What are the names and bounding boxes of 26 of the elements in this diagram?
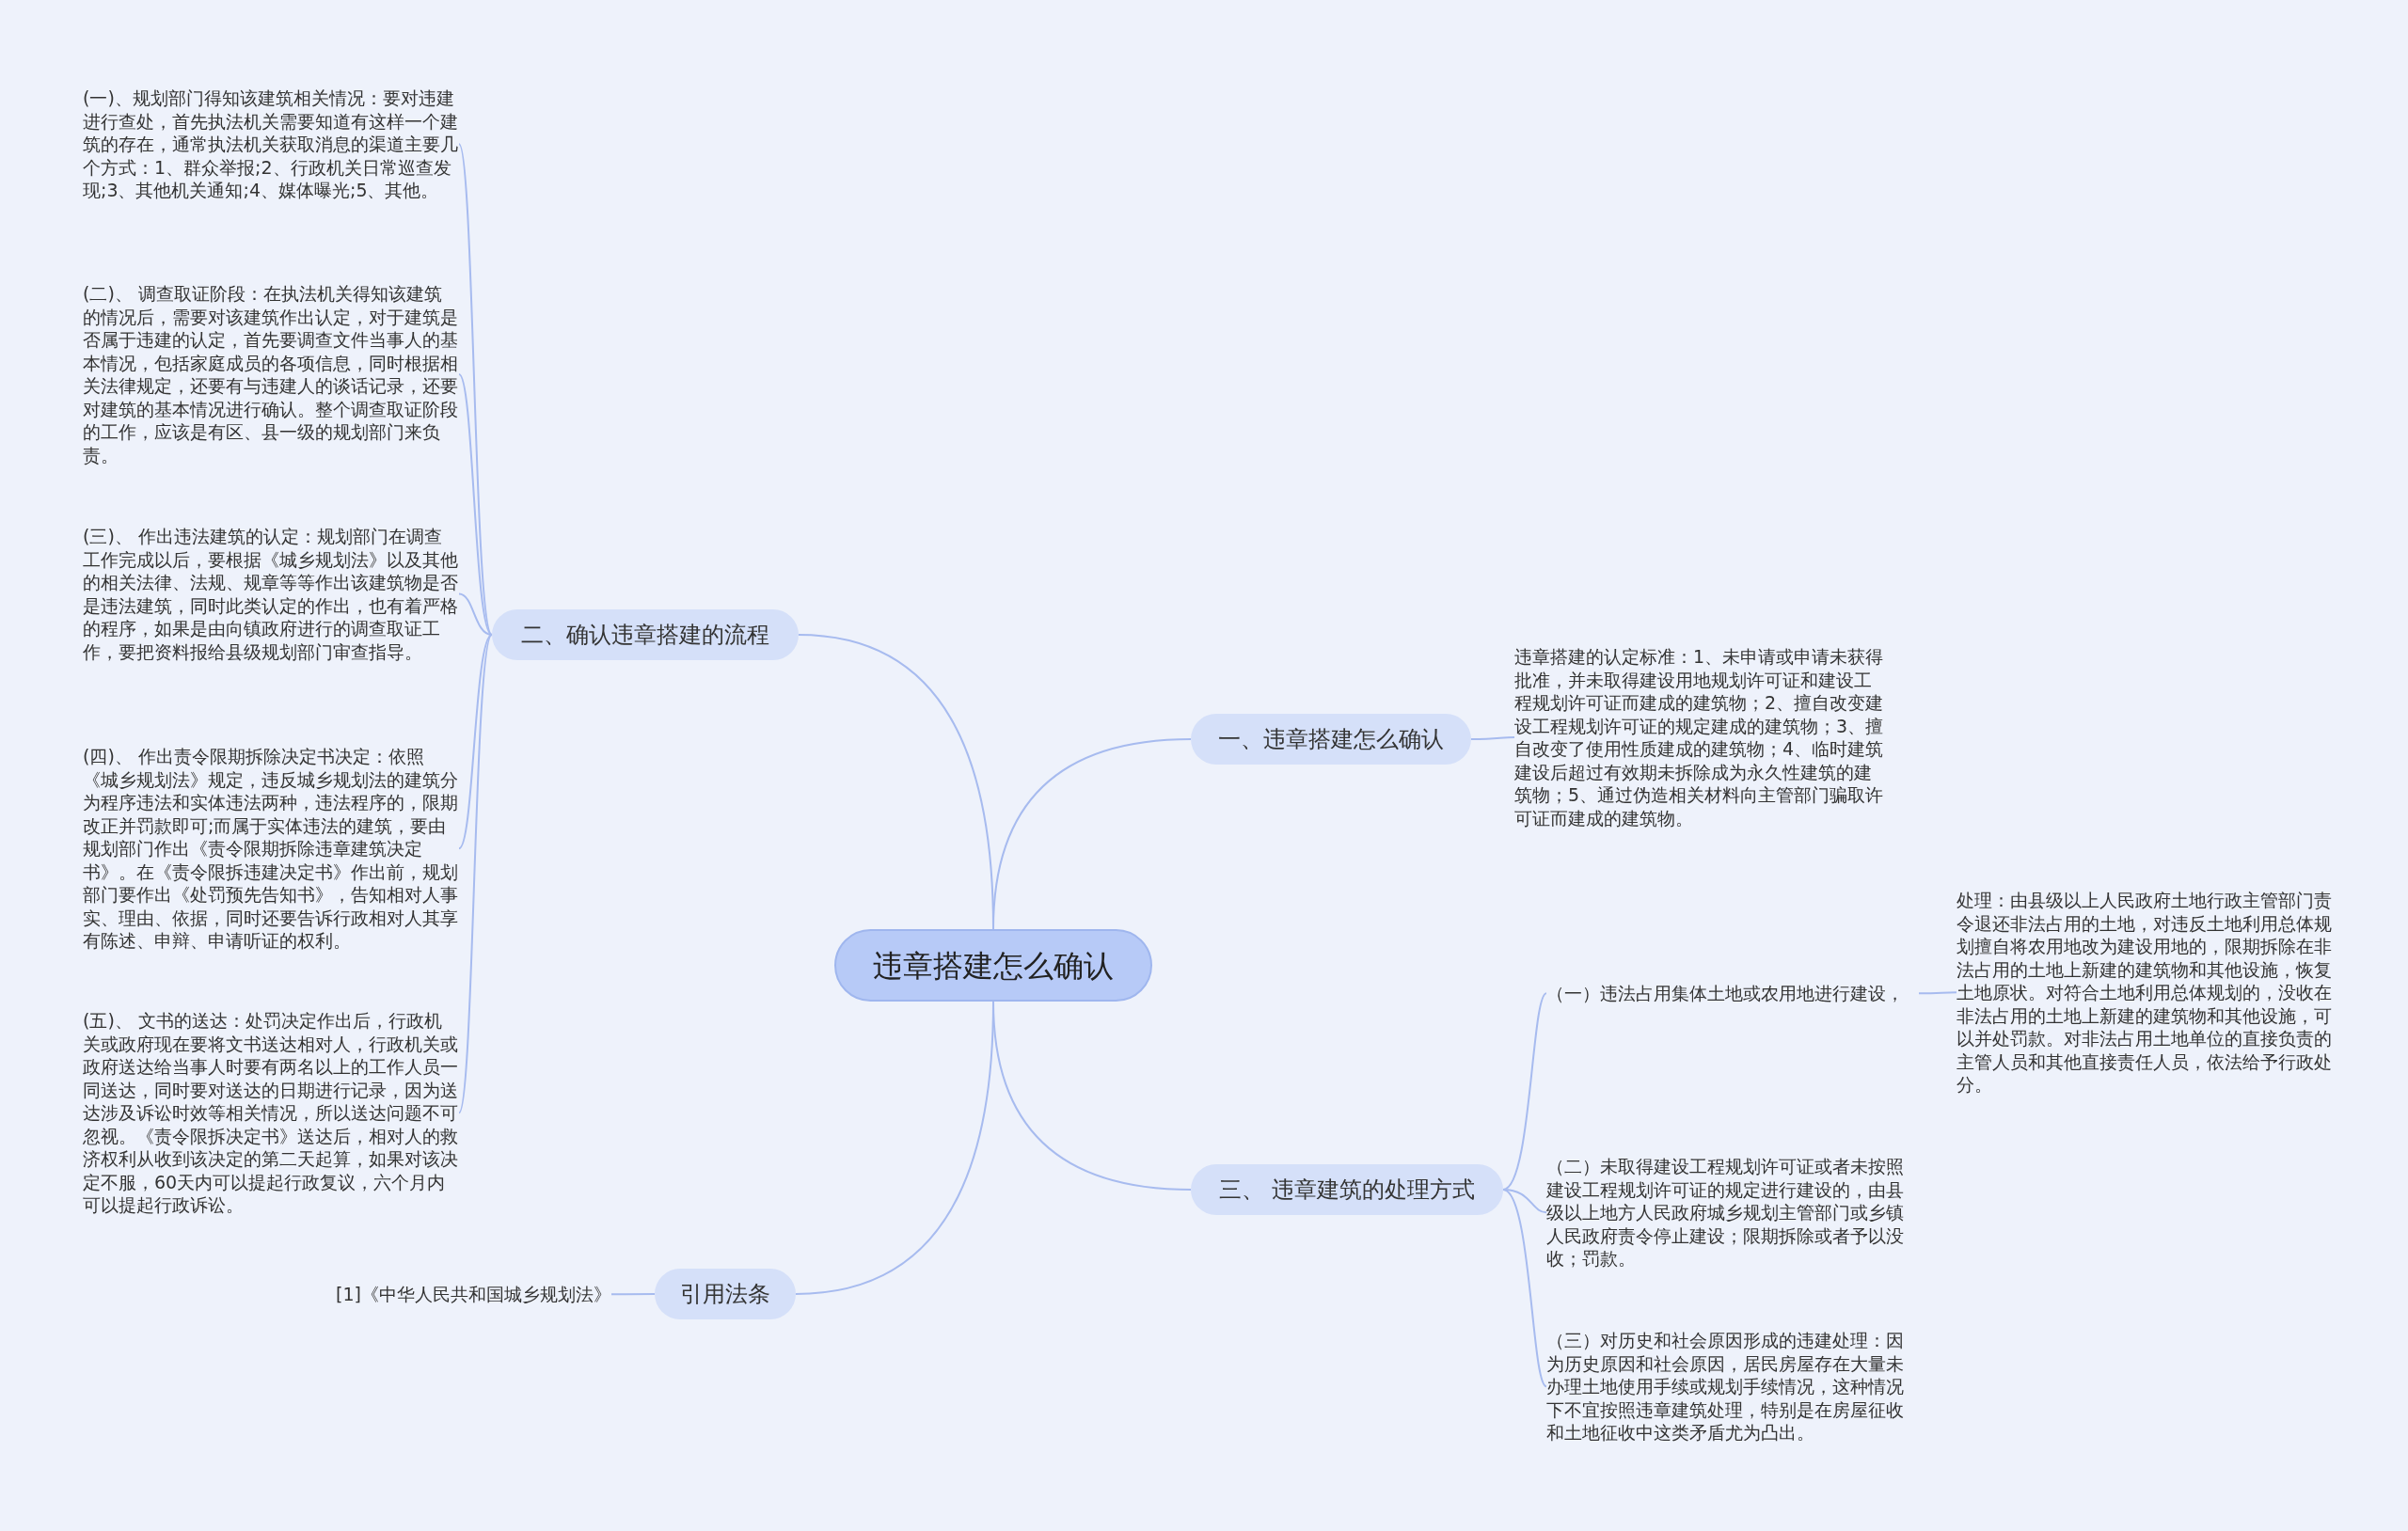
connector-line (458, 592, 493, 636)
topic-pill: 一、违章搭建怎么确认 (1191, 714, 1471, 765)
note-text: [1]《中华人民共和国城乡规划法》 (320, 1283, 611, 1306)
note-text: (二)、 调查取证阶段：在执法机关得知该建筑的情况后，需要对该建筑作出认定，对于建筑是否属于违建的认定，首先要调查文件当事人的基本情况，包括家庭成员的各项信息，同时根据相关法律规定，还要有与违建人的谈话记录，还要对建筑的基本情况进行确认。整个调查取证阶段的工作，应该是有区、县一级的规划部门来负责。 (83, 282, 459, 466)
topic-pill: 三、 违章建筑的处理方式 (1191, 1164, 1503, 1215)
note-text: （一）违法占用集体土地或农用地进行建设， (1546, 982, 1919, 1005)
connector-line (458, 143, 493, 636)
note-text: (四)、 作出责令限期拆除决定书决定：依照《城乡规划法》规定，违反城乡规划法的建筑分为程序违法和实体违法两种，违法程序的，限期改正并罚款即可;而属于实体违法的建筑，要由规划部门作出《责令限期拆除违章建筑决定书》。在《责令限拆违建决定书》作出前，规划部门要作出《处罚预先告知书》，告知相对人事实、理由、依据，同时还要告诉行政相对人其享有陈述、申辩、申请听证的权利。 (83, 745, 459, 953)
note-text: (五)、 文书的送达：处罚决定作出后，行政机关或政府现在要将文书送达相对人，行政机关或政府送达给当事人时要有两名以上的工作人员一同送达，同时要对送达的日期进行记录，因为送达涉及诉讼时效等相关情况，所以送达问题不可忽视。《责令限拆决定书》送达后，相对人的救济权利从收到该决定的第二天起算，如果对该决定不服，60天内可以提起行政复议，六个月内可以提起行政诉讼。 (83, 1009, 459, 1217)
connector-line (1502, 1189, 1547, 1388)
connector-line (1470, 736, 1515, 740)
connector-line (458, 634, 493, 1114)
note-text: 违章搭建的认定标准：1、未申请或申请未获得批准，并未取得建设用地规划许可证和建设工程规划许可证而建成的建筑物；2、擅自改变建设工程规划许可证的规定建成的建筑物；3、擅自改变了使用性质建成的建筑物；4、临时建筑建设后超过有效期未拆除成为永久性建筑的建筑物；5、通过伪造相关材料向主管部门骗取许可证而建成的建筑物。 (1514, 645, 1889, 829)
connector-line (1502, 992, 1547, 1191)
note-text: (三)、 作出违法建筑的认定：规划部门在调查工作完成以后，要根据《城乡规划法》以及其他的相关法律、法规、规章等等作出该建筑物是否是违法建筑，同时此类认定的作出，也有着严格的程序，如果是由向镇政府进行的调查取证工作，要把资料报给县级规划部门审查指导。 (83, 525, 459, 663)
central-topic: 违章搭建怎么确认 (834, 929, 1152, 1002)
note-text: （三）对历史和社会原因形成的违建处理：因为历史原因和社会原因，居民房屋存在大量未办理土地使用手续或规划手续情况，这种情况下不宜按照违章建筑处理，特别是在房屋征收和土地征收中这类矛盾尤为凸出。 (1546, 1329, 1919, 1444)
connector-line (1918, 991, 1957, 995)
connector-line (610, 1293, 656, 1296)
note-text: （二）未取得建设工程规划许可证或者未按照建设工程规划许可证的规定进行建设的，由县级以上地方人民政府城乡规划主管部门或乡镇人民政府责令停止建设；限期拆除或者予以没收；罚款。 (1546, 1155, 1919, 1271)
note-text: 处理：由县级以上人民政府土地行政主管部门责令退还非法占用的土地，对违反土地利用总体规划擅自将农用地改为建设用地的，限期拆除在非法占用的土地上新建的建筑物和其他设施，恢复土地原状。对符合土地利用总体规划的，没收在非法占用的土地上新建的建筑物和其他设施，可以并处罚款。对非法占用土地单位的直接负责的主管人员和其他直接责任人员，依法给予行政处分。 (1956, 889, 2333, 1097)
note-text: (一)、规划部门得知该建筑相关情况：要对违建进行查处，首先执法机关需要知道有这样一个建筑的存在，通常执法机关获取消息的渠道主要几个方式：1、群众举报;2、行政机关日常巡查发现;3、其他机关通知;4、媒体曝光;5、其他。 (83, 87, 459, 202)
connector-line (458, 634, 493, 850)
connector-line (458, 373, 493, 636)
topic-pill: 引用法条 (655, 1269, 796, 1319)
topic-pill: 二、确认违章搭建的流程 (492, 609, 799, 660)
